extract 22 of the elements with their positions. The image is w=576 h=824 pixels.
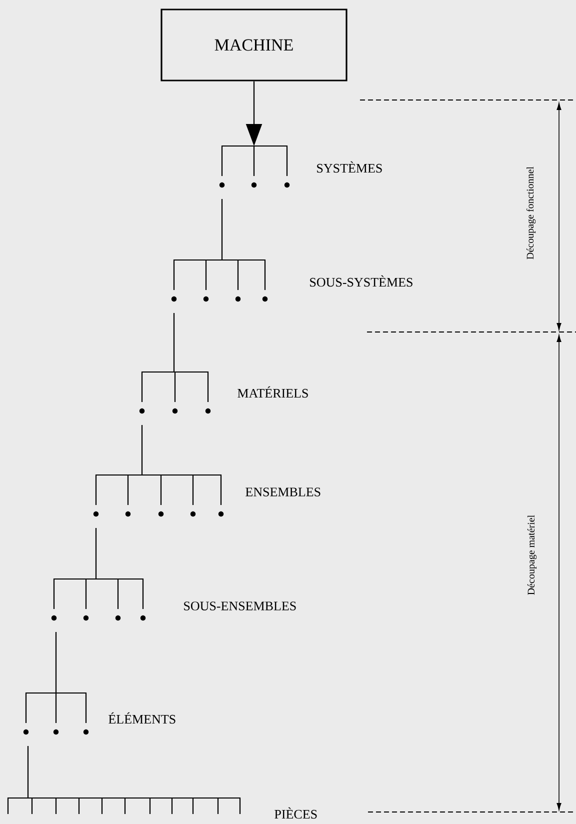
tree-bracket: MATÉRIELS: [139, 371, 308, 414]
tree-bracket: SOUS-ENSEMBLES: [51, 578, 296, 621]
tree-bracket: ENSEMBLES: [93, 474, 320, 517]
connector-line: [95, 528, 97, 579]
connector-line: [55, 632, 57, 693]
node-label: SOUS-ENSEMBLES: [184, 602, 296, 610]
tree-bracket: SYSTÈMES: [219, 145, 382, 188]
dimension-label: Découpage fonctionnel: [526, 166, 536, 260]
connector-line: [141, 425, 143, 475]
tree-bracket: ÉLÉMENTS: [23, 692, 176, 735]
node-label: ÉLÉMENTS: [108, 712, 176, 724]
connector-line: [27, 746, 29, 798]
connector-line: [173, 313, 175, 372]
machine-box: MACHINE: [160, 8, 348, 82]
node-label: ENSEMBLES: [246, 488, 320, 496]
connector-line: [221, 199, 223, 260]
node-label: SYSTÈMES: [317, 161, 382, 173]
node-label: MATÉRIELS: [238, 386, 308, 398]
dimension-label: Découpage matériel: [527, 515, 537, 595]
tree-bracket: SOUS-SYSTÈMES: [171, 259, 412, 302]
node-label: SOUS-SYSTÈMES: [310, 275, 412, 287]
tree-bracket: PIÈCES: [7, 797, 317, 819]
